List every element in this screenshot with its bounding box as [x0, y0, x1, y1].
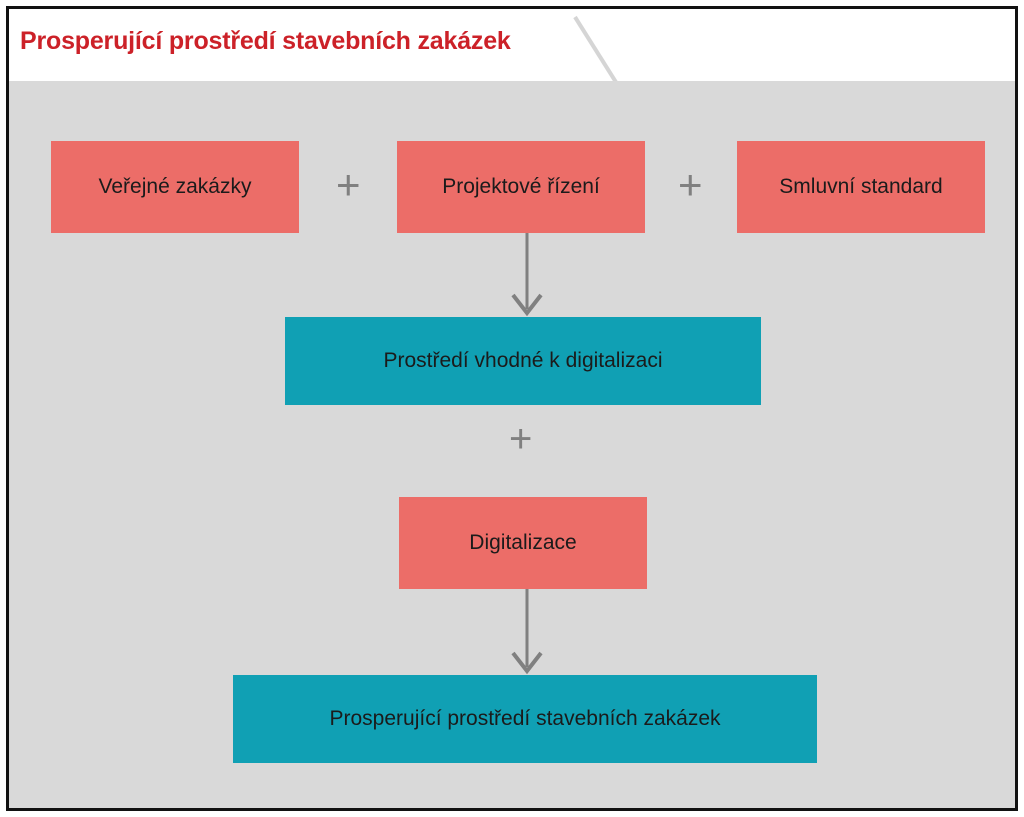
arrow-down-icon-bottom — [511, 589, 543, 675]
node-projektove-rizeni[interactable]: Projektové řízení — [397, 141, 645, 233]
node-prosperujici-prostredi-stavebnich-zakazek[interactable]: Prosperující prostředí stavebních zakáze… — [233, 675, 817, 763]
figure-header: Prosperující prostředí stavebních zakáze… — [9, 9, 1015, 81]
node-verejne-zakazky[interactable]: Veřejné zakázky — [51, 141, 299, 233]
node-digitalizace[interactable]: Digitalizace — [399, 497, 647, 589]
plus-operator-3: + — [509, 417, 533, 461]
node-prostredi-vhodne-k-digitalizaci[interactable]: Prostředí vhodné k digitalizaci — [285, 317, 761, 405]
header-diagonal-decoration — [573, 15, 618, 81]
figure-frame: Prosperující prostředí stavebních zakáze… — [6, 6, 1018, 811]
figure-title: Prosperující prostředí stavebních zakáze… — [20, 27, 511, 55]
plus-operator-2: + — [678, 161, 703, 208]
diagram-canvas: Veřejné zakázky + Projektové řízení + Sm… — [9, 81, 1015, 808]
plus-operator-1: + — [336, 161, 361, 208]
arrow-down-icon-top — [511, 233, 543, 317]
node-smluvni-standard[interactable]: Smluvní standard — [737, 141, 985, 233]
